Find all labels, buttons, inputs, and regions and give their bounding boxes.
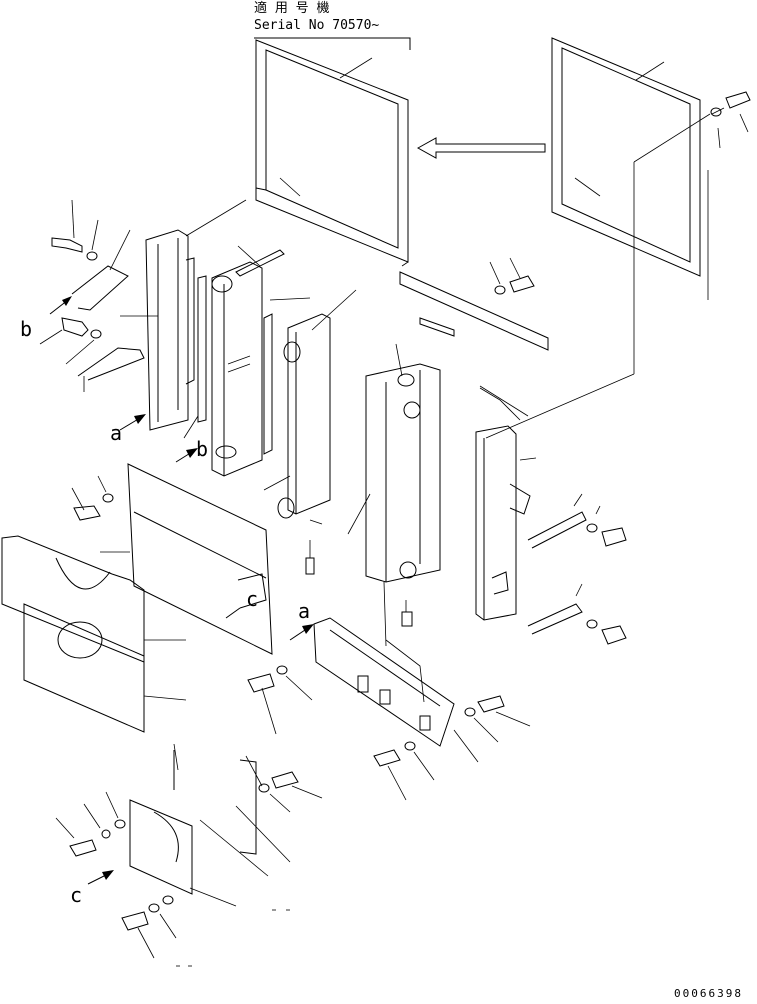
left-side-bracket xyxy=(120,229,195,431)
radiator-guard-frame-new xyxy=(254,37,411,267)
bolt-bottom-mid xyxy=(373,741,435,801)
callout-arrow-c-lower xyxy=(87,870,114,885)
callout-arrow-b-left xyxy=(175,448,198,463)
bottom-support-frame xyxy=(313,617,479,763)
callout-label-c-lower: c xyxy=(70,883,82,907)
leader-lines xyxy=(185,113,711,439)
callout-label-c-upper: c xyxy=(246,587,258,611)
callout-arrow-a-lower xyxy=(289,624,314,641)
stay-right-upper xyxy=(527,493,587,549)
bolt-bottom-right xyxy=(464,695,531,743)
lower-bracket-plate xyxy=(129,743,263,895)
rubber-mount-left xyxy=(305,540,315,575)
callout-arrow-c-upper xyxy=(225,607,241,619)
right-side-bracket xyxy=(475,425,537,621)
callout-arrow-a-upper xyxy=(119,414,146,431)
bolt-lower-left xyxy=(71,475,114,521)
callout-label-a-upper: a xyxy=(110,421,122,445)
callout-arrow-b-upper xyxy=(49,296,72,315)
header-serial-number: Serial No 70570~ xyxy=(254,18,380,33)
radiator-guard-frame-old xyxy=(551,37,709,300)
stay-bracket-lower xyxy=(77,347,145,392)
bolt-mid-left xyxy=(39,317,102,365)
bolt-lower-assembly-right xyxy=(258,771,323,813)
rubber-strip-left xyxy=(183,275,207,439)
drawing-code: 00066398 xyxy=(674,987,743,1000)
sponge-seal-lower xyxy=(23,603,187,733)
stay-bracket-upper xyxy=(71,229,131,311)
bolt-cover-right xyxy=(489,257,535,295)
radiator-top-cover xyxy=(399,271,549,417)
stay-right-lower xyxy=(527,583,583,635)
header-jp-label: 適 用 号 機 xyxy=(254,1,330,16)
oil-cooler xyxy=(211,261,263,477)
sponge-seal-upper xyxy=(1,535,186,663)
lower-cover-plate xyxy=(100,463,273,655)
bolt-upper-left xyxy=(51,199,99,261)
serial-applicability-header: 適 用 号 機 Serial No 70570~ xyxy=(254,0,379,34)
bolt-right-upper xyxy=(586,505,627,547)
bolt-top-right xyxy=(710,91,751,149)
rubber-strip-right xyxy=(263,297,311,455)
bolt-right-lower xyxy=(586,619,627,645)
callout-label-b-upper: b xyxy=(20,317,32,341)
leader-lines-lower xyxy=(189,805,291,907)
bolt-lower-assembly-upper xyxy=(55,791,126,857)
callout-label-a-lower: a xyxy=(298,599,310,623)
rubber-strip-top xyxy=(235,245,285,277)
bolt-lower-assembly-lower xyxy=(121,895,177,959)
aftercooler xyxy=(263,289,357,525)
callout-label-b-left: b xyxy=(196,437,208,461)
rubber-mount-right xyxy=(383,581,413,647)
replacement-arrow xyxy=(416,137,546,159)
bolt-bottom-center xyxy=(247,665,313,735)
radiator xyxy=(347,343,441,583)
